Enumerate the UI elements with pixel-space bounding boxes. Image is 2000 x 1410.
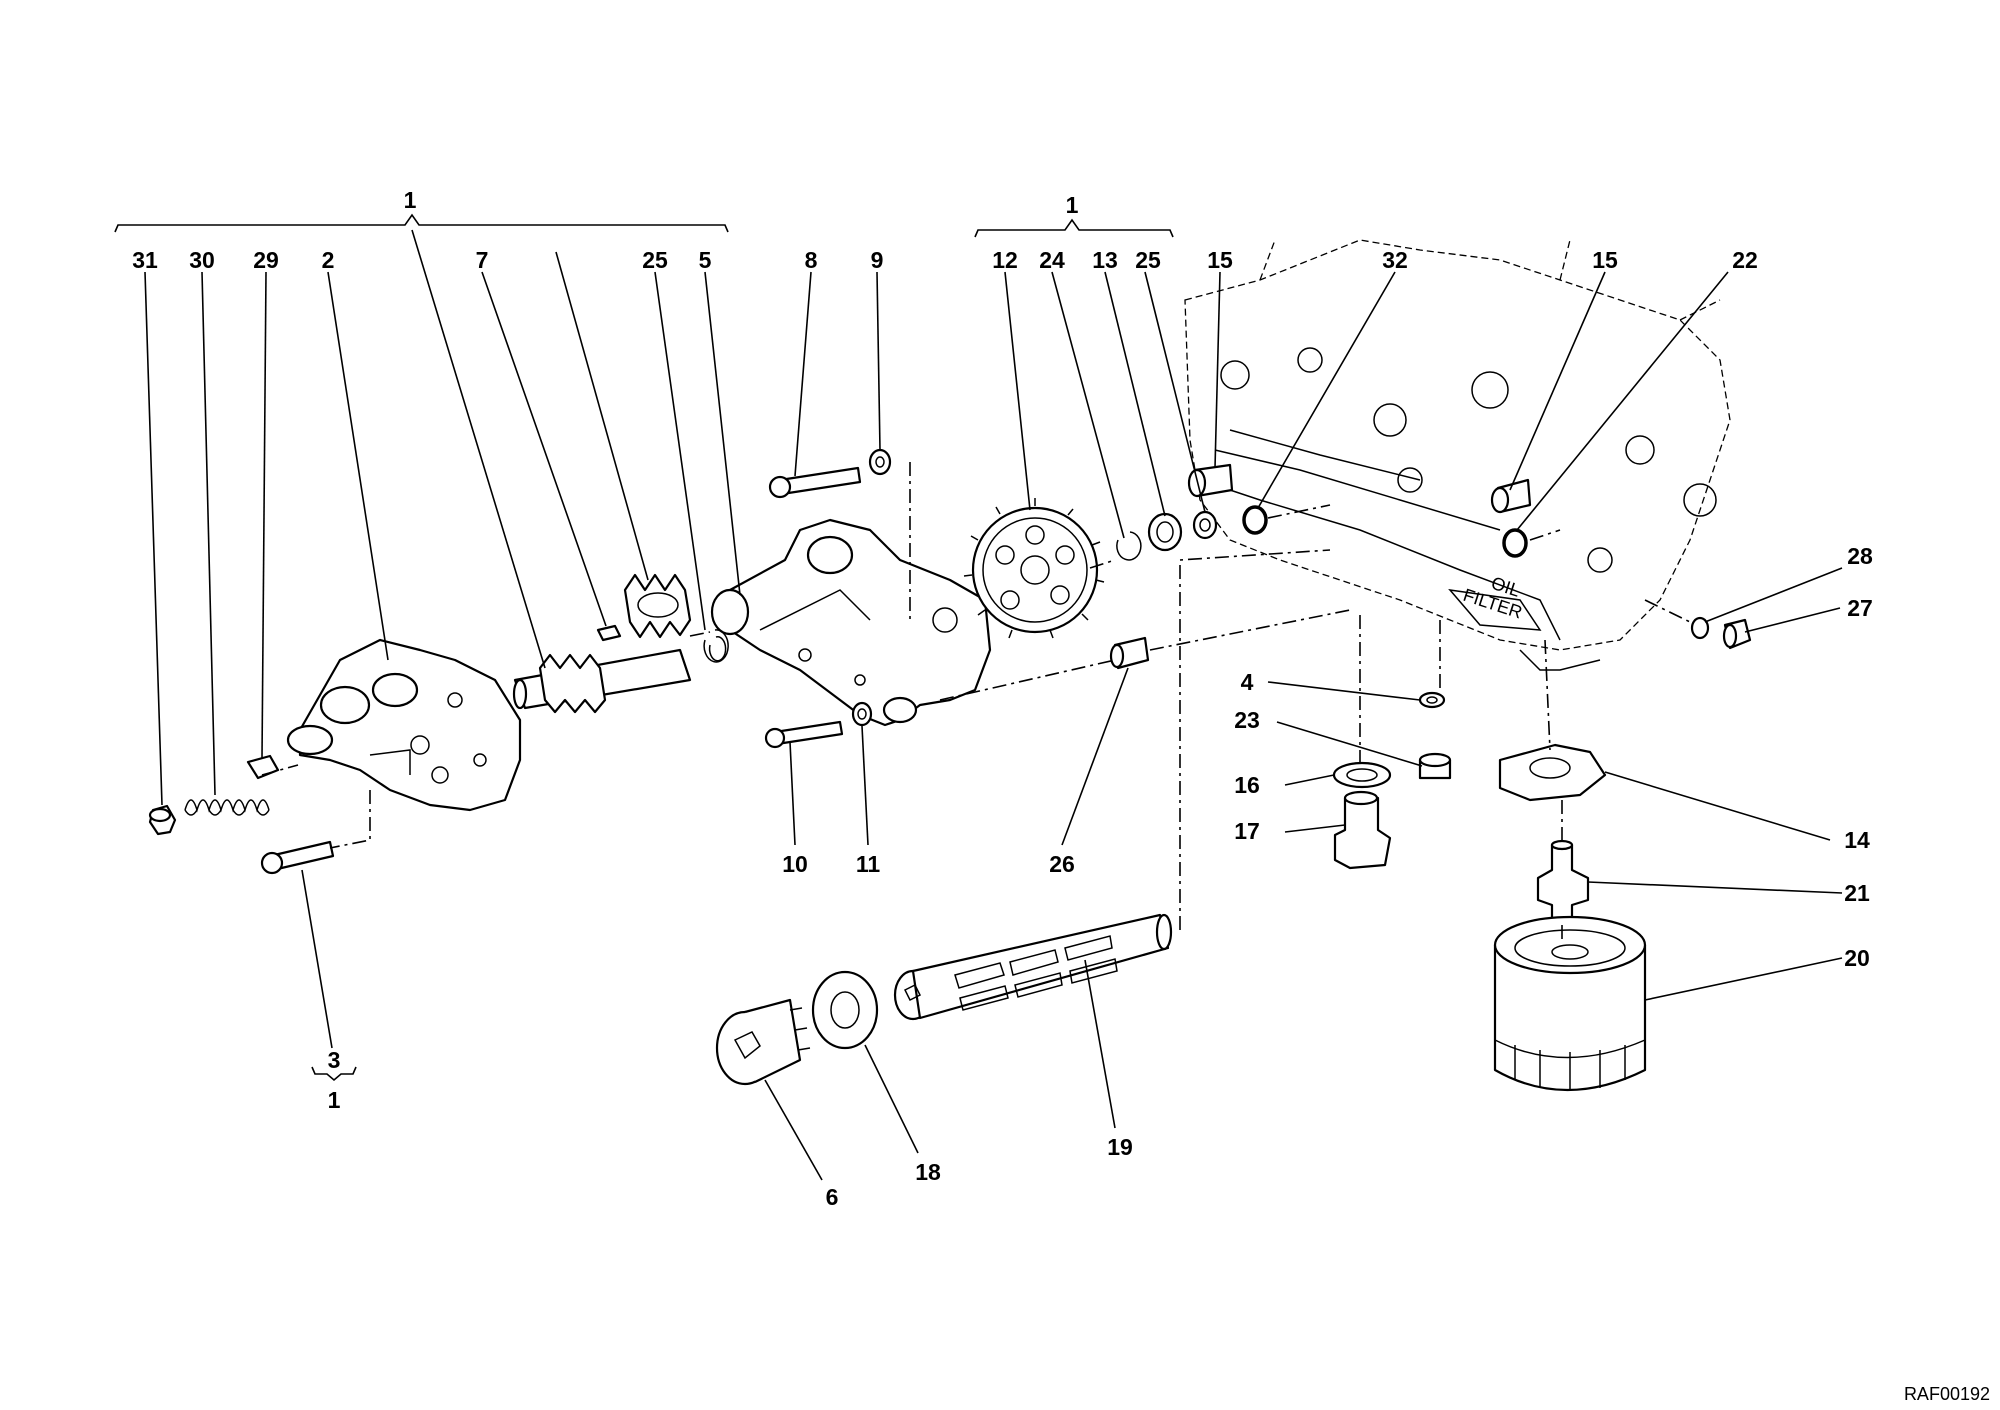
part-21-nipple <box>1536 839 1590 922</box>
part-24-circlip <box>1116 531 1142 561</box>
part-16-gasket <box>1332 761 1392 789</box>
crankcase-half: FILTER OIL <box>1184 239 1731 671</box>
part-14-plate <box>1498 743 1607 802</box>
callout-27: 27 <box>1847 595 1873 621</box>
callout-15b: 15 <box>1592 247 1618 273</box>
callout-3-group: 1 <box>328 1087 341 1113</box>
part-26-dowel <box>1109 636 1150 670</box>
part-30-spring <box>184 799 270 816</box>
callout-32: 32 <box>1382 247 1408 273</box>
assembly-axes <box>261 462 1691 942</box>
part-27-plug <box>1722 618 1752 650</box>
callout-28: 28 <box>1847 543 1873 569</box>
part-18-washer <box>811 970 879 1050</box>
callout-25b: 25 <box>1135 247 1161 273</box>
part-10-screw <box>764 720 844 749</box>
part-25-circlip-right <box>1192 510 1218 540</box>
group-brace-left <box>114 213 729 233</box>
part-17-plug <box>1333 790 1392 870</box>
callout-22: 22 <box>1732 247 1758 273</box>
callout-7: 7 <box>476 247 489 273</box>
callout-11: 11 <box>856 851 881 877</box>
group-brace-3 <box>311 1066 357 1082</box>
part-7-key <box>596 624 622 642</box>
part-8-screw <box>768 466 862 499</box>
callout-15a: 15 <box>1207 247 1233 273</box>
group-brace-mid <box>974 218 1174 238</box>
part-15-bush-right <box>1490 478 1532 514</box>
callout-17: 17 <box>1234 818 1260 844</box>
part-31-plug <box>148 804 177 836</box>
part-9-washer <box>868 448 892 476</box>
callout-13: 13 <box>1092 247 1118 273</box>
callout-23: 23 <box>1234 707 1260 733</box>
part-20-oil-filter <box>1493 915 1647 1091</box>
part-shaft-with-gear <box>512 648 692 714</box>
callout-20: 20 <box>1844 945 1870 971</box>
callout-labels: 1 1 31 30 29 2 7 25 5 8 9 12 24 13 25 15… <box>132 187 1990 1404</box>
part-25-circlip-left <box>703 629 729 663</box>
callout-25a: 25 <box>642 247 668 273</box>
part-13-bearing <box>1147 512 1183 552</box>
callout-30: 30 <box>189 247 215 273</box>
part-22-o-ring <box>1502 528 1528 558</box>
callout-4: 4 <box>1241 669 1254 695</box>
callout-3: 3 <box>328 1047 341 1073</box>
part-driven-gear <box>623 573 692 639</box>
part-11-washer <box>851 701 873 727</box>
callout-14: 14 <box>1844 827 1870 853</box>
part-15-bush-left <box>1187 463 1234 498</box>
callout-8: 8 <box>805 247 818 273</box>
part-3-screw <box>260 840 335 875</box>
callout-group-left: 1 <box>404 187 417 213</box>
part-23-plug <box>1418 752 1452 780</box>
callout-31: 31 <box>132 247 158 273</box>
callout-26: 26 <box>1049 851 1075 877</box>
part-6-plug <box>715 998 811 1086</box>
callout-9: 9 <box>871 247 884 273</box>
part-28-washer <box>1690 616 1710 640</box>
callout-6: 6 <box>826 1184 839 1210</box>
part-2-pump-cover <box>286 638 522 812</box>
leader-lines <box>144 229 1843 1181</box>
callout-5: 5 <box>699 247 712 273</box>
callout-21: 21 <box>1844 880 1870 906</box>
drawing-code: RAF00192 <box>1904 1384 1990 1404</box>
callout-24: 24 <box>1039 247 1065 273</box>
callout-18: 18 <box>915 1159 941 1185</box>
callout-19: 19 <box>1107 1134 1133 1160</box>
part-19-strainer <box>893 913 1173 1021</box>
part-5-pump-body <box>710 518 992 727</box>
callout-12: 12 <box>992 247 1018 273</box>
callout-16: 16 <box>1234 772 1260 798</box>
callout-2: 2 <box>322 247 335 273</box>
callout-group-mid: 1 <box>1066 192 1079 218</box>
part-32-o-ring <box>1242 505 1268 535</box>
callout-10: 10 <box>782 851 808 877</box>
callout-29: 29 <box>253 247 279 273</box>
part-12-gear <box>963 498 1105 639</box>
part-4-washer <box>1418 691 1446 709</box>
